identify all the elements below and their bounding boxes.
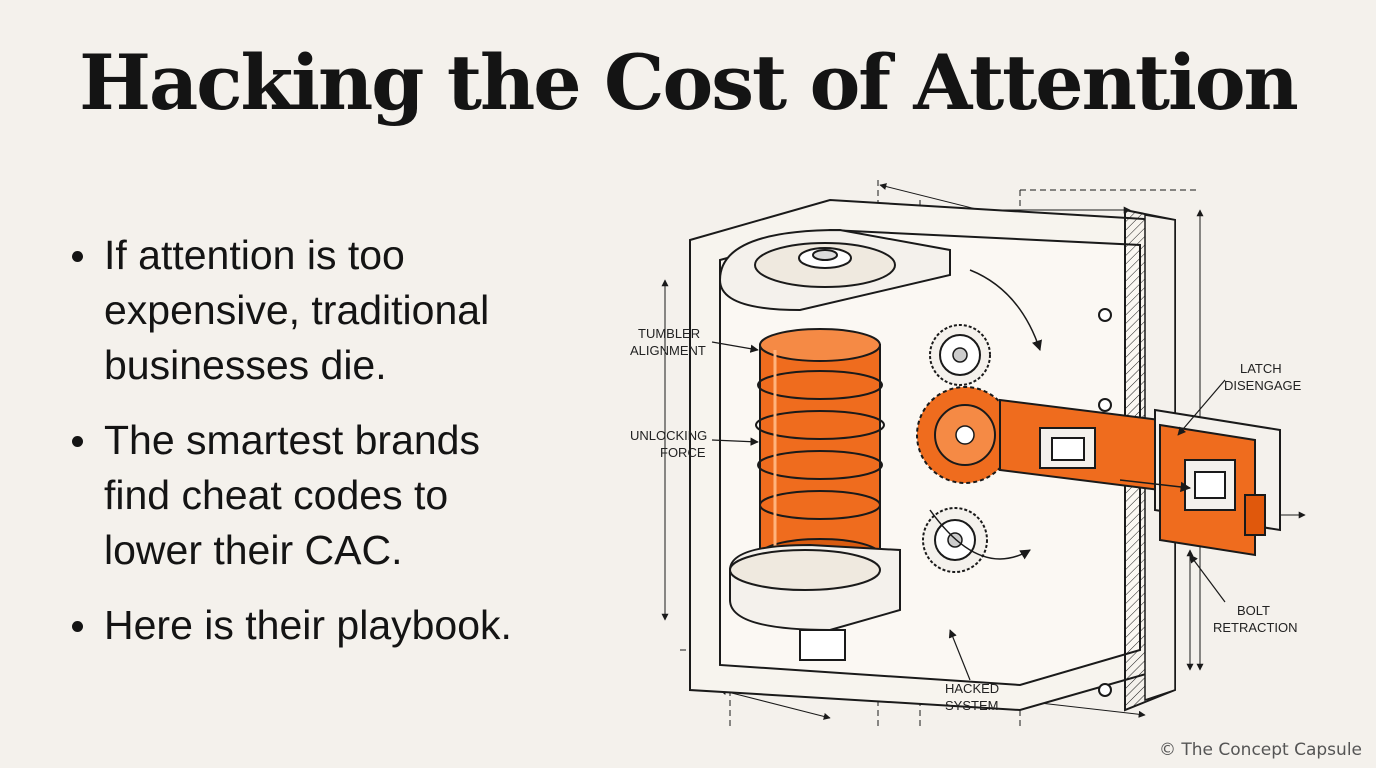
bullet-line: lower their CAC. [104, 527, 403, 573]
label-latch-disengage-1: LATCH [1240, 361, 1282, 376]
gear-small-bottom [922, 507, 988, 573]
bullet-dot-icon [72, 251, 83, 262]
top-housing [718, 228, 951, 312]
bullet-item: The smartest brands find cheat codes to … [68, 413, 588, 578]
label-unlocking-force-2: FORCE [660, 445, 706, 460]
bullet-dot-icon [72, 436, 83, 447]
lock-mechanism-diagram: TUMBLER ALIGNMENT UNLOCKING FORCE LATCH … [630, 180, 1306, 730]
label-arrows [711, 341, 1226, 681]
bullet-line: expensive, traditional [104, 287, 490, 333]
bullet-item: If attention is too expensive, tradition… [68, 228, 588, 393]
bullet-line: The smartest brands [104, 417, 480, 463]
latch-bar [999, 398, 1161, 492]
label-hacked-system-2: SYSTEM [945, 698, 998, 713]
bottom-base [729, 543, 901, 661]
bolt [1154, 408, 1281, 557]
label-unlocking-force-1: UNLOCKING [630, 428, 707, 443]
label-tumbler-alignment-2: ALIGNMENT [630, 343, 706, 358]
bullet-line: If attention is too [104, 232, 405, 278]
label-latch-disengage-2: DISENGAGE [1224, 378, 1302, 393]
bullet-line: Here is their playbook. [104, 602, 512, 648]
bullet-line: businesses die. [104, 342, 387, 388]
bullet-line: find cheat codes to [104, 472, 449, 518]
bullet-item: Here is their playbook. [68, 598, 588, 653]
bullet-list: If attention is too expensive, tradition… [68, 228, 588, 673]
label-tumbler-alignment-1: TUMBLER [638, 326, 700, 341]
page-title: Hacking the Cost of Attention [79, 38, 1299, 127]
copyright-notice: © The Concept Capsule [1158, 740, 1362, 760]
gear-orange [916, 386, 1014, 484]
tumbler-stack [755, 328, 885, 572]
gear-small-top [929, 324, 991, 386]
label-bolt-retraction-2: RETRACTION [1213, 620, 1298, 635]
bullet-dot-icon [72, 621, 83, 632]
label-bolt-retraction-1: BOLT [1237, 603, 1270, 618]
motion-arrows [929, 269, 1192, 560]
label-hacked-system-1: HACKED [945, 681, 999, 696]
